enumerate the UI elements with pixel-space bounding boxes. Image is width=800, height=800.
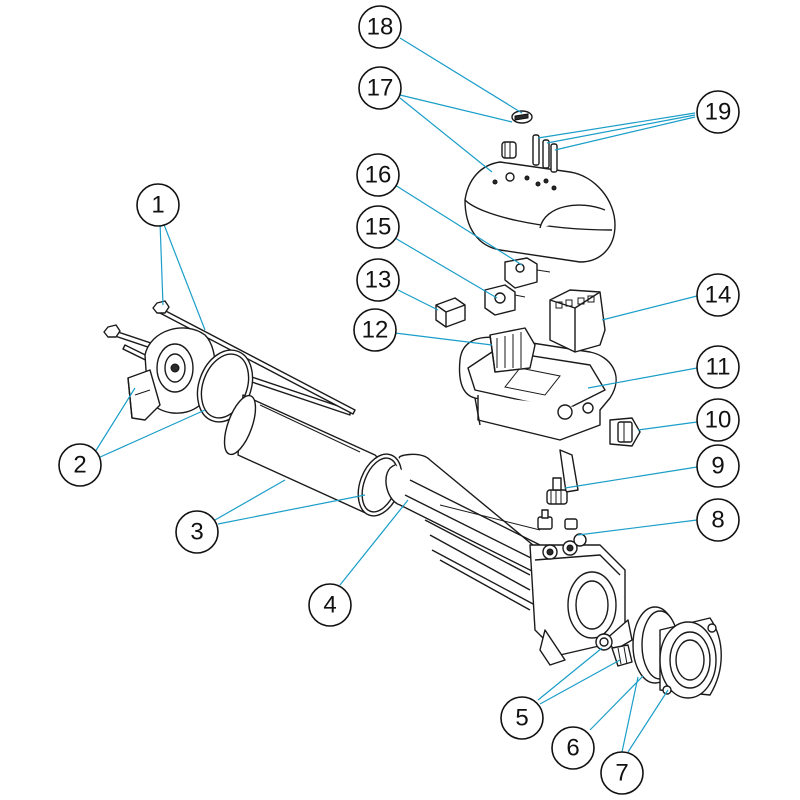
- leader-19c: [554, 116, 696, 151]
- leader-5a: [537, 647, 603, 701]
- svg-text:18: 18: [367, 14, 394, 41]
- head-block: [529, 533, 633, 666]
- callout-16: 16: [356, 153, 400, 197]
- indicator-pins: [532, 134, 558, 173]
- svg-text:3: 3: [190, 519, 203, 546]
- svg-text:2: 2: [73, 452, 86, 479]
- svg-text:5: 5: [515, 705, 528, 732]
- svg-text:4: 4: [323, 592, 336, 619]
- svg-text:9: 9: [711, 453, 724, 480]
- callout-18: 18: [358, 5, 402, 49]
- leader-5b: [539, 659, 621, 705]
- leader-10: [637, 421, 698, 431]
- leader-12: [394, 332, 493, 346]
- leader-14: [601, 295, 698, 321]
- leader-3a: [214, 479, 286, 521]
- callout-6: 6: [551, 726, 595, 770]
- box-cover: [464, 141, 616, 263]
- leader-9: [564, 466, 698, 489]
- svg-text:8: 8: [711, 507, 724, 534]
- callout-17: 17: [358, 66, 402, 110]
- svg-text:17: 17: [367, 75, 394, 102]
- svg-text:13: 13: [365, 267, 392, 294]
- flange-adapter: [632, 606, 722, 699]
- leader-7b: [627, 689, 669, 753]
- callout-8: 8: [696, 498, 740, 542]
- leader-19b: [546, 114, 696, 144]
- leader-2a: [94, 387, 136, 453]
- leader-2b: [97, 409, 206, 459]
- box-base: [458, 336, 617, 441]
- cable-gland: [546, 449, 579, 505]
- heating-element: [385, 453, 546, 611]
- leader-17b: [399, 97, 493, 173]
- callout-9: 9: [696, 444, 740, 488]
- small-cube: [435, 297, 466, 328]
- leader-3b: [217, 494, 366, 525]
- callout-10: 10: [696, 398, 740, 442]
- callout-12: 12: [353, 308, 397, 352]
- svg-text:19: 19: [705, 99, 732, 126]
- union-parts: [595, 633, 633, 667]
- callout-3: 3: [175, 510, 219, 554]
- callouts: 1 2 3 4 5 6 7 8: [58, 5, 740, 795]
- callout-7: 7: [600, 751, 644, 795]
- leader-15: [394, 237, 498, 299]
- leader-6: [589, 675, 644, 731]
- side-gland: [609, 417, 641, 447]
- leader-11: [587, 367, 698, 389]
- leader-19a: [537, 112, 696, 139]
- svg-text:6: 6: [566, 735, 579, 762]
- svg-text:12: 12: [362, 317, 389, 344]
- svg-text:7: 7: [615, 760, 628, 787]
- leader-lines: [94, 37, 698, 753]
- svg-text:1: 1: [151, 192, 164, 219]
- connector-nipples: [537, 509, 578, 530]
- svg-text:10: 10: [705, 407, 732, 434]
- safety-thermostat: [504, 257, 551, 289]
- leader-16: [394, 184, 523, 266]
- callout-1: 1: [136, 183, 180, 227]
- leader-13: [397, 289, 439, 311]
- callout-2: 2: [58, 443, 102, 487]
- svg-text:11: 11: [706, 354, 731, 381]
- terminal-block: [489, 327, 536, 373]
- thermostat: [484, 284, 526, 316]
- leader-7a: [621, 676, 639, 753]
- callout-15: 15: [356, 205, 400, 249]
- leader-17a: [399, 94, 513, 123]
- leader-1b: [162, 221, 206, 331]
- leader-1a: [159, 221, 164, 306]
- leader-18: [399, 37, 523, 114]
- leader-4: [339, 499, 409, 586]
- contactor: [549, 289, 606, 353]
- svg-text:15: 15: [365, 214, 392, 241]
- callout-5: 5: [500, 696, 544, 740]
- callout-4: 4: [308, 583, 352, 627]
- callout-13: 13: [356, 258, 400, 302]
- part-drawings: [103, 110, 722, 699]
- knob: [511, 110, 533, 124]
- callout-19: 19: [696, 90, 740, 134]
- svg-text:14: 14: [705, 282, 732, 309]
- callout-11: 11: [696, 345, 740, 389]
- svg-text:16: 16: [365, 162, 392, 189]
- leader-8: [577, 519, 698, 536]
- callout-14: 14: [696, 273, 740, 317]
